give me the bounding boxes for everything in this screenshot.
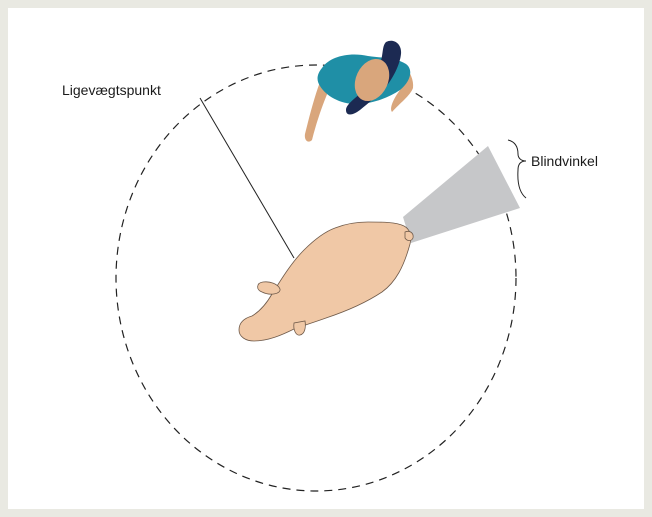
blind-spot-wedge (403, 146, 520, 243)
balance-point-leader (200, 98, 294, 258)
handler-figure (305, 41, 413, 142)
blind-spot-bracket (508, 140, 526, 198)
animal-body (239, 222, 413, 341)
blind-spot-label: Blindvinkel (531, 153, 598, 169)
balance-point-label: Ligevægtspunkt (62, 82, 161, 98)
